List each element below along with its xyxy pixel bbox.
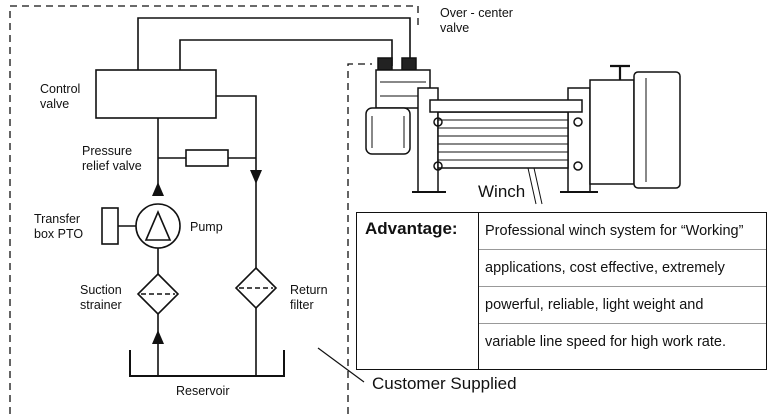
valve-fitting-right [401,57,417,71]
pressure-relief-valve [185,149,229,167]
advantage-text: Professional winch system for “Working” … [479,213,766,369]
transfer-box-pto [101,207,119,245]
advantage-line: variable line speed for high work rate. [485,334,726,350]
brake-housing [633,71,681,189]
reservoir-tank [129,350,285,377]
control-valve [95,69,217,119]
winch-illustration [365,57,681,205]
customer-supplied-boundary [9,5,419,414]
arrow-up-suction [152,330,164,344]
advantage-title: Advantage: [357,213,479,369]
pump-triangle [144,209,172,241]
arrow-up-pressure [152,182,164,196]
valve-fitting-left [377,57,393,71]
return-line [216,95,257,268]
hydraulic-motor [365,107,411,155]
advantage-box: Advantage: Professional winch system for… [356,212,767,370]
arrow-down-return [250,170,262,184]
hose-inner [179,39,393,70]
clutch-lever [610,64,630,80]
winch-drum [437,111,569,169]
drum-cable-wraps [438,119,568,161]
advantage-line: Professional winch system for “Working” [479,213,766,250]
advantage-line: powerful, reliable, light weight and [479,287,766,324]
pump-label: Pump [190,220,223,234]
customer-supplied-leader [317,347,365,383]
reservoir-label: Reservoir [176,384,230,398]
winch-label: Winch [478,182,526,201]
gearbox [589,79,635,185]
advantage-line: applications, cost effective, extremely [479,250,766,287]
winch-tie-bar [429,99,583,113]
customer-supplied-label: Customer Supplied [372,374,517,393]
hose-outer [137,17,411,70]
cable-end [527,167,543,205]
